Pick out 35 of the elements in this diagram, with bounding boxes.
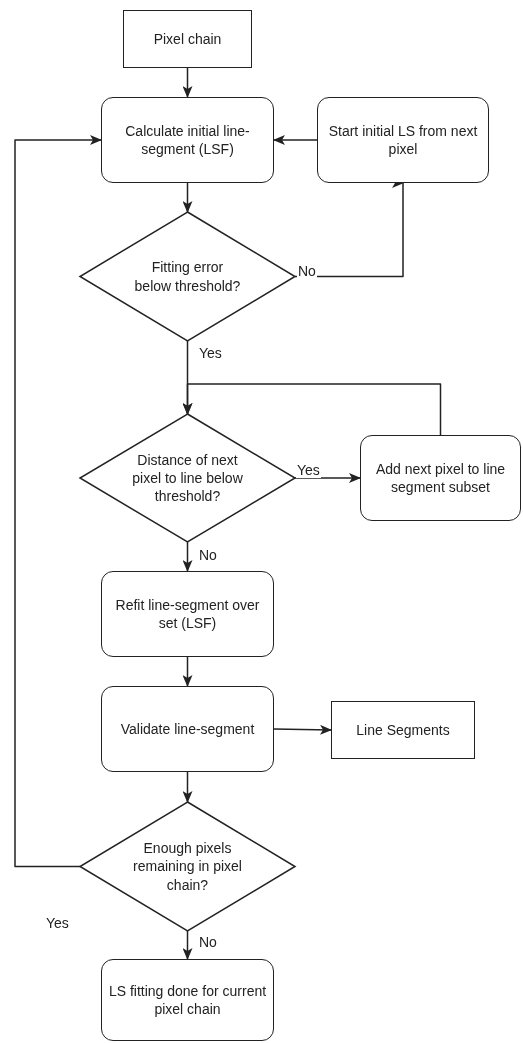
process-label: Pixel chain	[152, 29, 223, 49]
arrow	[182, 383, 442, 436]
arrow	[182, 541, 193, 572]
arrow	[273, 724, 332, 735]
process-label: Validate line-segment	[119, 719, 256, 739]
edge-label: Yes	[296, 463, 321, 479]
rounded-process-box	[360, 435, 521, 521]
arrow	[14, 135, 102, 868]
decision-diamond	[80, 212, 295, 341]
arrow	[182, 930, 193, 960]
rounded-process-box	[101, 686, 274, 772]
decision-label: Fitting error below threshold?	[133, 258, 242, 295]
decision-label: Distance of next pixel to line below threshold?	[131, 450, 244, 506]
decision-label: Enough pixels remaining in pixel chain?	[132, 839, 243, 894]
arrow	[182, 182, 193, 213]
rounded-process-box	[101, 97, 274, 183]
process-label: Refit line-segment over set (LSF)	[114, 595, 261, 633]
rounded-process-box	[317, 97, 489, 183]
arrow	[182, 771, 193, 803]
process-label: Start initial LS from next pixel	[327, 121, 479, 159]
arrow	[182, 67, 193, 98]
process-label: LS fitting done for current pixel chain	[107, 981, 268, 1019]
arrow	[273, 135, 318, 145]
process-label: Add next pixel to line segment subset	[374, 459, 507, 497]
arrow	[182, 656, 193, 687]
edge-label: No	[297, 264, 317, 280]
process-label: Line Segments	[355, 720, 451, 740]
arrow	[294, 473, 361, 483]
decision-diamond	[80, 802, 295, 931]
decision-diamond	[80, 414, 295, 542]
process-box	[331, 701, 475, 759]
rounded-process-box	[101, 571, 274, 657]
rounded-process-box	[101, 959, 274, 1041]
process-box	[123, 10, 252, 68]
process-label: Calculate initial line-segment (LSF)	[124, 121, 251, 159]
